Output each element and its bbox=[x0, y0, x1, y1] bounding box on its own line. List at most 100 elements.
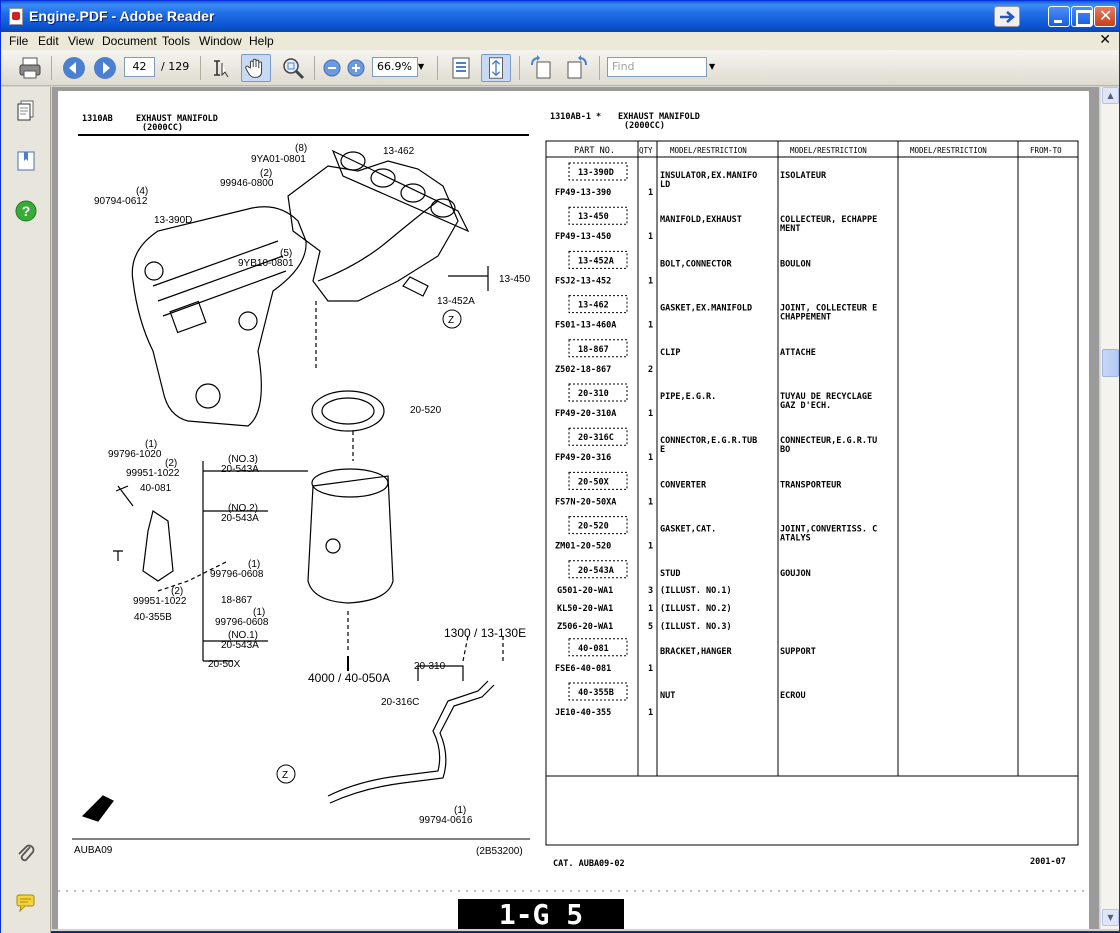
part-number: JE10-40-355 bbox=[555, 708, 611, 718]
part-number: Z502-18-867 bbox=[555, 365, 611, 375]
part-key: 20-50X bbox=[578, 477, 609, 487]
menu-file[interactable]: File bbox=[9, 34, 29, 48]
part-description-fr: ATTACHE bbox=[780, 348, 816, 358]
page-number-input[interactable]: 42 bbox=[124, 57, 155, 77]
hand-tool-icon[interactable] bbox=[241, 54, 271, 82]
part-qty: 2 bbox=[648, 365, 653, 375]
part-key-box bbox=[568, 383, 628, 402]
callout-label: 99951-1022 bbox=[133, 596, 187, 607]
help-icon[interactable]: ? bbox=[14, 199, 38, 223]
title-bar: Engine.PDF - Adobe Reader ✕ bbox=[1, 1, 1119, 32]
part-qty: 1 bbox=[648, 497, 653, 507]
part-number: FP49-13-450 bbox=[555, 232, 611, 242]
part-key: 13-452A bbox=[578, 256, 614, 266]
callout-label: 13-390D bbox=[154, 215, 192, 226]
comments-icon[interactable] bbox=[14, 890, 38, 914]
menu-tools[interactable]: Tools bbox=[162, 34, 191, 48]
callout-label: (4) bbox=[136, 186, 148, 197]
actual-size-icon[interactable] bbox=[448, 55, 474, 81]
zoom-marquee-icon[interactable] bbox=[280, 55, 306, 81]
part-description-en: (ILLUST. NO.2) bbox=[660, 604, 732, 614]
part-description-en: E bbox=[660, 445, 665, 455]
next-page-icon[interactable] bbox=[92, 55, 118, 81]
part-qty: 1 bbox=[648, 409, 653, 419]
zoom-dropdown-icon[interactable]: ▼ bbox=[418, 62, 425, 71]
col-part-no: PART NO. bbox=[574, 146, 615, 156]
callout-label: (NO.1) bbox=[228, 630, 258, 641]
callout-label: (1) bbox=[248, 559, 260, 570]
part-number: G501-20-WA1 bbox=[557, 586, 613, 596]
callout-label: 40-081 bbox=[140, 483, 172, 494]
rotate-clockwise-icon[interactable] bbox=[564, 55, 590, 81]
part-qty: 1 bbox=[648, 188, 653, 198]
fit-page-icon[interactable] bbox=[481, 54, 511, 82]
zoom-in-icon[interactable] bbox=[343, 55, 369, 81]
callout-label: 20-316C bbox=[381, 697, 419, 708]
col-model-2: MODEL/RESTRICTION bbox=[790, 146, 867, 155]
close-button[interactable]: ✕ bbox=[1094, 6, 1116, 27]
callout-label: Z bbox=[448, 315, 454, 326]
find-input[interactable]: Find bbox=[607, 57, 707, 77]
menu-view[interactable]: View bbox=[68, 34, 94, 48]
part-description-en: GASKET,EX.MANIFOLD bbox=[660, 304, 752, 314]
part-description-fr: ECROU bbox=[780, 691, 806, 701]
document-viewport[interactable]: 1310AB EXHAUST MANIFOLD (2000CC) bbox=[52, 87, 1099, 929]
bookmarks-icon[interactable] bbox=[14, 149, 38, 173]
callout-label: 90794-0612 bbox=[94, 196, 148, 207]
part-key: 20-316C bbox=[578, 433, 614, 443]
part-key-box bbox=[568, 471, 628, 490]
vertical-scrollbar[interactable]: ▲ ▼ bbox=[1100, 87, 1119, 929]
attachments-icon[interactable] bbox=[14, 841, 38, 865]
pdf-page: 1310AB EXHAUST MANIFOLD (2000CC) bbox=[58, 91, 1089, 929]
callout-label: (NO.2) bbox=[228, 503, 258, 514]
left-footer-ref: (2B53200) bbox=[476, 846, 523, 857]
menu-edit[interactable]: Edit bbox=[38, 34, 59, 48]
callout-label: (2) bbox=[165, 458, 177, 469]
col-from-to: FROM-TO bbox=[1030, 146, 1062, 155]
parts-table bbox=[545, 140, 1079, 846]
zoom-level-input[interactable]: 66.9% bbox=[372, 57, 418, 77]
part-number: KL50-20-WA1 bbox=[557, 604, 613, 614]
zoom-out-icon[interactable] bbox=[319, 55, 345, 81]
part-key: 13-450 bbox=[578, 212, 609, 222]
menu-help[interactable]: Help bbox=[249, 34, 274, 48]
scroll-up-icon[interactable]: ▲ bbox=[1102, 87, 1119, 104]
go-to-arrow-button[interactable] bbox=[994, 6, 1020, 27]
callout-label: 99796-0608 bbox=[215, 617, 269, 628]
pages-icon[interactable] bbox=[14, 99, 38, 123]
select-text-icon[interactable] bbox=[208, 55, 234, 81]
scroll-thumb[interactable] bbox=[1102, 349, 1119, 377]
callout-label: (1) bbox=[145, 439, 157, 450]
part-key: 13-462 bbox=[578, 301, 609, 311]
menu-window[interactable]: Window bbox=[199, 34, 242, 48]
callout-label: 20-543A bbox=[221, 513, 259, 524]
part-key: 20-520 bbox=[578, 522, 609, 532]
left-header-title: EXHAUST MANIFOLD bbox=[136, 114, 218, 124]
part-qty: 3 bbox=[648, 586, 653, 596]
callout-label: (1) bbox=[253, 607, 265, 618]
find-dropdown-icon[interactable]: ▼ bbox=[709, 62, 716, 71]
document-close-icon[interactable]: ✕ bbox=[1099, 32, 1111, 48]
previous-page-icon[interactable] bbox=[61, 55, 87, 81]
arrow-right-icon bbox=[1000, 11, 1015, 23]
scroll-down-icon[interactable]: ▼ bbox=[1102, 909, 1119, 926]
callout-label: 1300 / 13-130E bbox=[444, 626, 526, 640]
callout-label: 13-452A bbox=[437, 296, 475, 307]
callout-label: 99794-0616 bbox=[419, 815, 473, 826]
callout-label: 20-543A bbox=[221, 640, 259, 651]
print-icon[interactable] bbox=[17, 55, 43, 81]
part-key-box bbox=[568, 250, 628, 269]
part-description-en: (ILLUST. NO.1) bbox=[660, 586, 732, 596]
part-key: 40-355B bbox=[578, 688, 614, 698]
part-key-box bbox=[568, 339, 628, 358]
part-qty: 1 bbox=[648, 232, 653, 242]
minimize-button[interactable] bbox=[1048, 6, 1070, 27]
menu-document[interactable]: Document bbox=[102, 34, 157, 48]
part-number: FSE6-40-081 bbox=[555, 664, 611, 674]
rotate-counterclockwise-icon[interactable] bbox=[528, 55, 554, 81]
toolbar: 42 / 129 66.9% ▼ Find ▼ bbox=[1, 50, 1119, 86]
part-description-fr: GOUJON bbox=[780, 569, 811, 579]
maximize-button[interactable] bbox=[1071, 6, 1093, 27]
